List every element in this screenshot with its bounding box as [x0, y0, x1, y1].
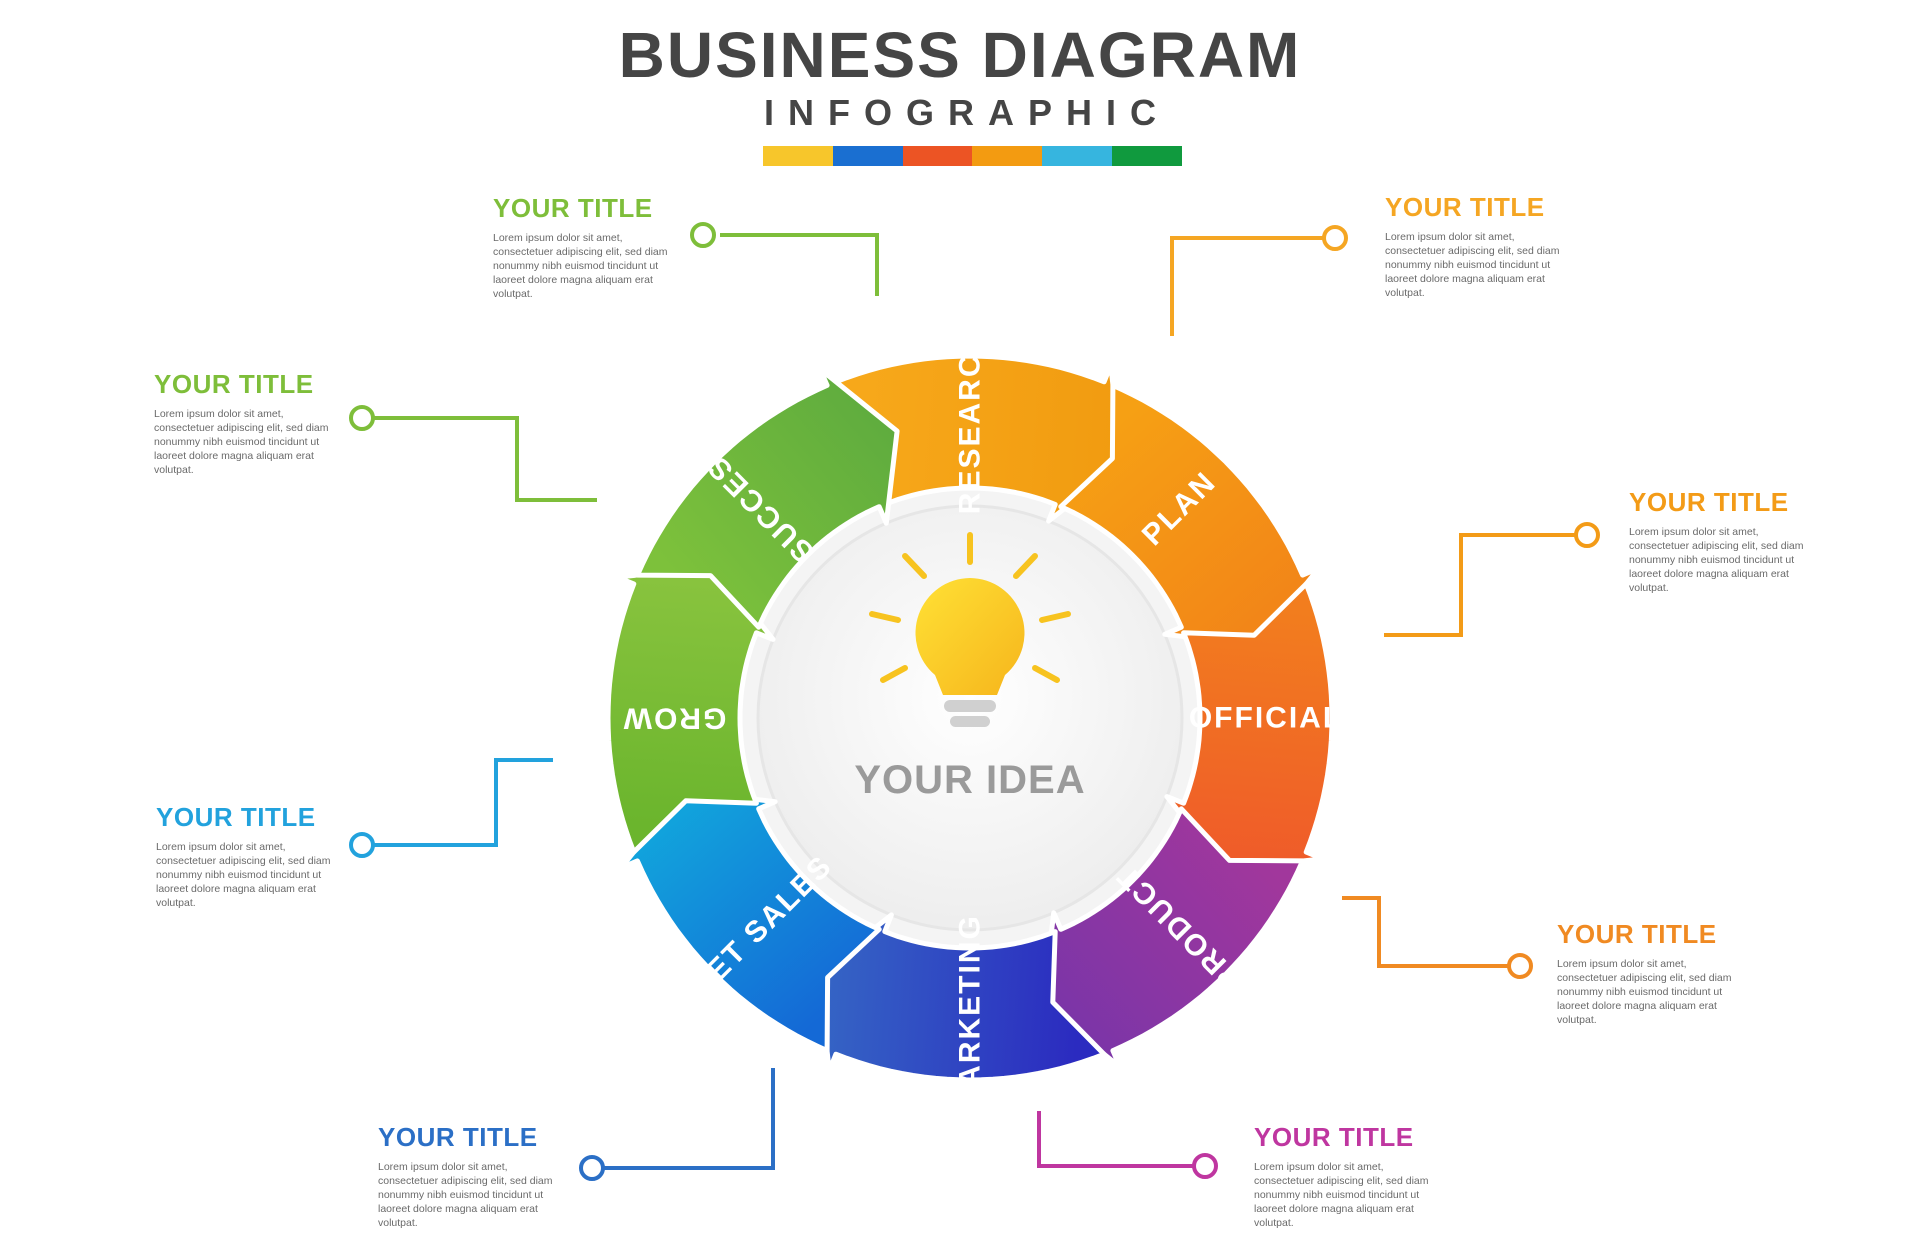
connector-dot	[690, 222, 716, 248]
callout: YOUR TITLE Lorem ipsum dolor sit amet, co…	[1254, 1122, 1444, 1230]
swatch	[1042, 146, 1113, 166]
callout-text: Lorem ipsum dolor sit amet, consectetuer…	[1385, 231, 1560, 299]
lightbulb-icon	[869, 532, 1071, 727]
callout-title: YOUR TITLE	[1254, 1122, 1414, 1152]
cycle-arrow	[605, 564, 776, 855]
connector-dot	[1322, 225, 1348, 251]
cycle-arrow	[816, 912, 1107, 1083]
callout-title: YOUR TITLE	[1385, 192, 1545, 222]
callout-title: YOUR TITLE	[493, 193, 653, 223]
connector-line	[1170, 236, 1324, 336]
color-swatch-bar	[763, 146, 1182, 166]
connector-line	[1342, 896, 1508, 968]
connector-line	[720, 233, 879, 296]
callout-text: Lorem ipsum dolor sit amet, consectetuer…	[493, 232, 668, 300]
swatch	[972, 146, 1043, 166]
callout: YOUR TITLE Lorem ipsum dolor sit amet, co…	[378, 1122, 568, 1230]
callout-title: YOUR TITLE	[1629, 487, 1789, 517]
swatch	[763, 146, 833, 166]
callout-title: YOUR TITLE	[154, 369, 314, 399]
connector-dot	[349, 832, 375, 858]
connector-dot	[1192, 1153, 1218, 1179]
callout: YOUR TITLE Lorem ipsum dolor sit amet, co…	[1629, 487, 1819, 595]
swatch	[1112, 146, 1182, 166]
callout: YOUR TITLE Lorem ipsum dolor sit amet, co…	[1385, 192, 1575, 300]
step-label: RESEARCH	[954, 330, 987, 514]
connector-dot	[1507, 953, 1533, 979]
callout-text: Lorem ipsum dolor sit amet, consectetuer…	[378, 1161, 553, 1229]
cycle-arrow	[1058, 382, 1322, 648]
connector-line	[370, 416, 597, 502]
callout: YOUR TITLE Lorem ipsum dolor sit amet, co…	[1557, 919, 1747, 1027]
cycle-arrow	[1040, 806, 1306, 1070]
callout: YOUR TITLE Lorem ipsum dolor sit amet, co…	[493, 193, 683, 301]
subtitle: INFOGRAPHIC	[764, 92, 1170, 133]
connector-dot	[579, 1155, 605, 1181]
callout-text: Lorem ipsum dolor sit amet, consectetuer…	[1629, 526, 1804, 594]
step-label: MARKETING	[954, 914, 987, 1114]
step-label: OFFICIAL	[1189, 702, 1343, 735]
cycle-arrow	[618, 788, 882, 1054]
connector-line	[370, 758, 553, 847]
callout-title: YOUR TITLE	[1557, 919, 1717, 949]
callout-title: YOUR TITLE	[156, 802, 316, 832]
swatch	[902, 146, 973, 166]
connector-dot	[1574, 522, 1600, 548]
step-label: GROW	[622, 702, 727, 735]
cycle-arrow	[1164, 581, 1335, 872]
connector-line	[604, 1068, 775, 1170]
swatch	[832, 146, 903, 166]
connector-line	[1384, 533, 1575, 637]
callout: YOUR TITLE Lorem ipsum dolor sit amet, co…	[156, 802, 346, 910]
cycle-arrow	[833, 353, 1124, 524]
cycle-arrow	[634, 366, 900, 630]
callout-text: Lorem ipsum dolor sit amet, consectetuer…	[156, 841, 331, 909]
callout-text: Lorem ipsum dolor sit amet, consectetuer…	[154, 408, 329, 476]
callout-title: YOUR TITLE	[378, 1122, 538, 1152]
center-label: YOUR IDEA	[854, 758, 1085, 802]
callout: YOUR TITLE Lorem ipsum dolor sit amet, co…	[154, 369, 344, 477]
connector-dot	[349, 405, 375, 431]
connector-line	[1037, 1111, 1193, 1168]
callout-text: Lorem ipsum dolor sit amet, consectetuer…	[1254, 1161, 1429, 1229]
callout-text: Lorem ipsum dolor sit amet, consectetuer…	[1557, 958, 1732, 1026]
main-title: BUSINESS DIAGRAM	[618, 19, 1302, 91]
